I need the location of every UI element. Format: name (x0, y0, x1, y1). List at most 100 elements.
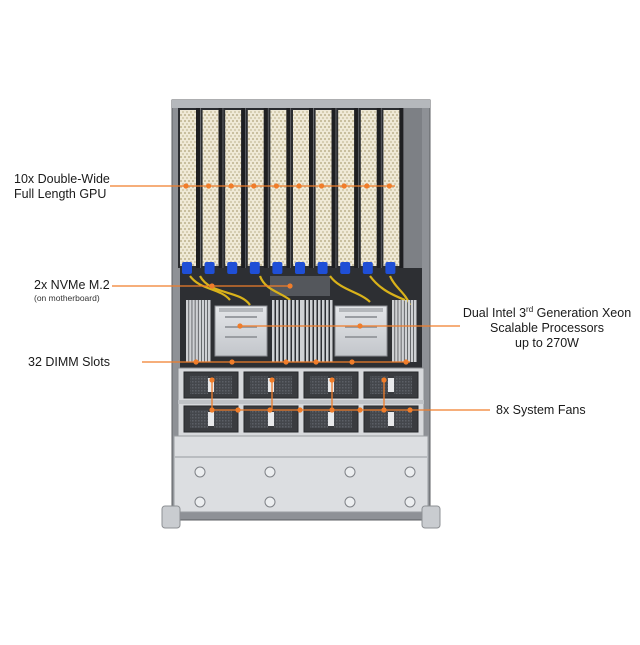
drive-cage (173, 435, 429, 513)
power-cable-5 (369, 275, 406, 302)
fan-handle-2 (268, 378, 274, 392)
dimm-label: 32 DIMM Slots (28, 355, 110, 370)
gpu-callout-dot-7 (319, 183, 325, 189)
screw-5 (194, 496, 206, 508)
fan-handle-7 (328, 412, 334, 426)
fan-handle-5 (208, 412, 214, 426)
gpu-bracket-5 (286, 108, 291, 268)
gpu-heatsink-1 (180, 110, 196, 266)
fan-grill-a-7 (310, 410, 328, 428)
dimm-28 (401, 300, 404, 362)
fan-grill-a-8 (370, 410, 388, 428)
dimm-20 (314, 300, 317, 362)
dimm-17 (302, 300, 305, 362)
callout-lines (110, 183, 490, 413)
dimm-callout-dot-6 (403, 359, 409, 365)
cpu-label-line1: Dual Intel 3rd Generation Xeon (462, 304, 632, 320)
cpu-heatsink-right (334, 305, 388, 357)
dimm-24 (330, 300, 333, 362)
fan-handle-1 (208, 378, 214, 392)
gpu-connector-9 (362, 262, 373, 274)
gpu-callout-dot-1 (183, 183, 189, 189)
dimm-callout-dot-5 (349, 359, 355, 365)
dimm-29 (404, 300, 408, 362)
fan-grill-a-6 (250, 410, 268, 428)
gpu-heatsink-8 (338, 110, 355, 266)
dimm-12 (284, 300, 287, 362)
gpu-heatsink-2 (202, 110, 219, 266)
screw-2 (264, 466, 276, 478)
gpu-connector-10 (385, 262, 396, 274)
fan-grill-b-4 (394, 376, 412, 394)
gpu-bracket-8 (354, 108, 359, 268)
gpu-label: 10x Double-Wide Full Length GPU (14, 172, 110, 202)
gpu-heatsink-6 (293, 110, 309, 266)
fan-grill-a-3 (310, 376, 328, 394)
fan-grill-b-2 (274, 376, 292, 394)
dimm-slots (186, 300, 417, 362)
gpu-heatsink-3 (225, 110, 242, 266)
gpu-connector-4 (249, 262, 260, 274)
gpu-callout-dot-10 (386, 183, 392, 189)
fan-handle-4 (388, 378, 394, 392)
gpu-connector-8 (340, 262, 351, 274)
gpu-connector-7 (317, 262, 328, 274)
fans-label-line1: 8x System Fans (496, 403, 586, 417)
power-cable-3 (258, 275, 291, 301)
fan-handle-6 (268, 412, 274, 426)
dimm-13 (288, 300, 291, 362)
gpu-cards (178, 108, 422, 268)
fan-grill-b-7 (334, 410, 352, 428)
gpu-bracket-3 (241, 108, 246, 268)
gpu-connector-5 (272, 262, 283, 274)
cpu-label: Dual Intel 3rd Generation Xeon Scalable … (462, 304, 632, 351)
power-cable-2 (199, 275, 251, 306)
dimm-19 (310, 300, 313, 362)
dimm-32 (414, 300, 417, 362)
gpu-label-line1: 10x Double-Wide (14, 172, 110, 186)
dimm-23 (326, 300, 329, 362)
gpu-callout-dot-2 (206, 183, 212, 189)
gpu-connector-6 (295, 262, 305, 274)
fans-drop-dot-3 (329, 377, 335, 383)
fans-drop-dot-4 (381, 377, 387, 383)
dimm-21 (318, 300, 321, 362)
dimm-26 (395, 300, 398, 362)
dimm-30 (407, 300, 411, 362)
dimm-callout-dot-3 (283, 359, 289, 365)
cpu-fin-left-1 (225, 316, 257, 318)
nvme-label-line2: (on motherboard) (34, 293, 100, 303)
cpu-fin-right-1 (345, 316, 377, 318)
dimm-2 (189, 300, 192, 362)
screw-8 (404, 496, 416, 508)
dimm-15 (296, 300, 299, 362)
fan-handle-3 (328, 378, 334, 392)
gpu-connectors (182, 262, 396, 274)
dimm-5 (198, 300, 202, 362)
nvme-callout-dot-2 (287, 283, 293, 289)
drive-cage-divider (174, 456, 428, 458)
dimm-22 (322, 300, 325, 362)
gpu-callout-dot-8 (341, 183, 347, 189)
nvme-callout-dot-1 (209, 283, 215, 289)
dimm-31 (410, 300, 414, 362)
screw-1 (194, 466, 206, 478)
gpu-heatsink-5 (270, 110, 287, 266)
riser-cage (404, 108, 422, 268)
cpu-callout-dot-1 (237, 323, 243, 329)
gpu-bracket-1 (196, 108, 200, 268)
dimm-label-line1: 32 DIMM Slots (28, 355, 110, 369)
fans-drop-dot-1 (209, 377, 215, 383)
dimm-18 (306, 300, 309, 362)
fan-grill-b-1 (214, 376, 232, 394)
fan-bay-rail (178, 400, 424, 404)
rear-rim (172, 100, 430, 108)
fans-callout-dot-4 (297, 407, 303, 413)
screw-4 (404, 466, 416, 478)
power-cable-4 (329, 275, 371, 303)
dimm-8 (208, 300, 211, 362)
gpu-bracket-9 (376, 108, 381, 268)
cpu-clip-right (339, 308, 383, 312)
cpu-label-line2: Scalable Processors (490, 321, 604, 335)
